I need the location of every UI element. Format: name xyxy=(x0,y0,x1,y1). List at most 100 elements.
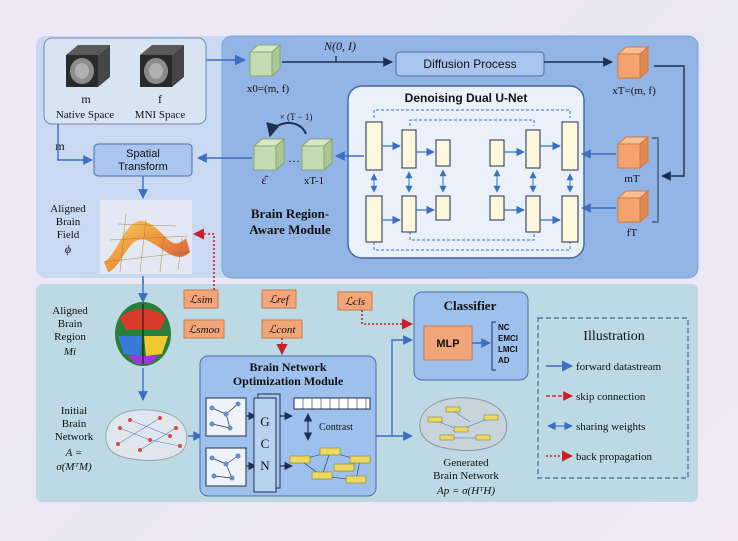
mT-fT-bracket xyxy=(652,137,659,223)
fT-label: fT xyxy=(627,227,638,239)
backprop-to-field xyxy=(192,228,215,290)
output-graph xyxy=(289,447,371,484)
x0-label: x0=(m, f) xyxy=(247,83,290,95)
class-lmci: LMCI xyxy=(498,345,518,354)
unet-block-top-3 xyxy=(435,139,451,167)
unet-block-top-5 xyxy=(525,129,541,169)
unet-block-bottom-2 xyxy=(401,195,417,233)
loss-sim-label: ℒsim xyxy=(189,294,212,306)
fT-cube xyxy=(616,189,650,224)
xT1-label: xT-1 xyxy=(304,175,324,187)
epsilon-cube xyxy=(252,137,286,172)
aligned-region-label-3: Region xyxy=(54,331,86,343)
mni-space-label: MNI Space xyxy=(135,109,186,121)
epsilon-label: ε̂ xyxy=(261,173,268,187)
A-formula-2: σ(MᵀM) xyxy=(56,461,92,473)
legend-box xyxy=(537,317,689,479)
loss-ref-label: ℒref xyxy=(269,294,291,306)
class-nc: NC xyxy=(498,323,510,332)
aligned-field-label-3: Field xyxy=(57,229,80,241)
x0-cube xyxy=(248,43,282,78)
repeat-label: × (T − 1) xyxy=(280,112,313,122)
Ap-formula: Ap = σ(HᵀH) xyxy=(436,485,495,497)
legend-title: Illustration xyxy=(583,329,644,344)
spatial-transform-label-1: Spatial xyxy=(126,148,160,160)
spatial-transform-label-2: Transform xyxy=(118,161,168,173)
initial-network-brain-image xyxy=(105,409,188,461)
module-title-1: Brain Region- xyxy=(251,206,329,221)
legend-forward-label: forward datastream xyxy=(576,361,662,373)
aligned-field-label-1: Aligned xyxy=(50,203,86,215)
loss-cont-label: ℒcont xyxy=(269,324,297,336)
aligned-field-label-2: Brain xyxy=(56,216,81,228)
loss-cls-box xyxy=(337,291,373,311)
legend-skip-label: skip connection xyxy=(576,391,646,403)
native-brain-cube xyxy=(66,45,110,87)
legend-backprop-label: back propagation xyxy=(576,451,653,463)
mni-brain-cube xyxy=(140,45,184,87)
mT-label: mT xyxy=(624,173,640,185)
parcellated-brain-image xyxy=(115,302,171,366)
skip-inner-top xyxy=(409,119,535,126)
gcn-block-front xyxy=(253,397,277,493)
A-formula-1: A = xyxy=(65,447,83,459)
sharing-weight-arrows xyxy=(370,169,574,193)
loss-smoo-box xyxy=(183,319,225,339)
contrast-label: Contrast xyxy=(319,422,353,433)
loss-cls-label: ℒcls xyxy=(345,296,365,308)
unet-block-bottom-5 xyxy=(525,195,541,233)
native-m-label: m xyxy=(81,92,91,106)
skip-inner-bottom xyxy=(409,232,535,241)
graph-input-bottom xyxy=(205,447,247,487)
loss-sim-box xyxy=(183,289,219,309)
backprop-to-classifier xyxy=(361,310,414,330)
initial-network-label-3: Network xyxy=(55,431,94,443)
noise-label: N(0, I) xyxy=(323,39,356,53)
repeat-loop-arrow xyxy=(266,122,307,138)
unet-block-bottom-6 xyxy=(561,195,579,243)
arrow-bno-to-classifier xyxy=(376,335,413,437)
aligned-region-label-2: Brain xyxy=(58,318,83,330)
class-emci: EMCI xyxy=(498,334,518,343)
phi-label: ϕ xyxy=(65,242,71,256)
skip-outer-bottom xyxy=(373,242,571,251)
unet-box xyxy=(347,85,585,259)
native-f-label: f xyxy=(158,92,162,106)
skip-outer-top xyxy=(373,109,571,118)
unet-block-bottom-3 xyxy=(435,195,451,221)
m-side-label: m xyxy=(55,139,65,153)
unet-block-bottom-1 xyxy=(365,195,383,243)
diffusion-process-label: Diffusion Process xyxy=(423,57,516,71)
gcn-letter-c: C xyxy=(261,436,270,451)
graph-input-top xyxy=(205,397,247,437)
unet-flow-arrows xyxy=(382,141,561,225)
module-title-2: Aware Module xyxy=(249,222,331,237)
class-bracket xyxy=(491,321,496,371)
aligned-region-label-1: Aligned xyxy=(52,305,88,317)
loss-ref-box xyxy=(261,289,297,309)
arrow-xT-down xyxy=(654,65,685,181)
unet-block-top-4 xyxy=(489,139,505,167)
initial-network-label-1: Initial xyxy=(61,405,87,417)
arrow-m-to-transform xyxy=(57,124,93,165)
generated-label-1: Generated xyxy=(443,457,489,469)
Mi-label: Mi xyxy=(63,346,76,358)
unet-block-bottom-4 xyxy=(489,195,505,221)
loss-smoo-label: ℒsmoo xyxy=(188,324,220,336)
legend-sharing-label: sharing weights xyxy=(576,421,645,433)
bno-title-1: Brain Network xyxy=(250,360,327,374)
xT-label: xT=(m, f) xyxy=(612,85,656,97)
x-T-minus-1-cube xyxy=(300,137,334,172)
gcn-letter-n: N xyxy=(260,458,270,473)
aligned-field-surface-plot xyxy=(100,200,192,274)
gcn-letter-g: G xyxy=(260,414,269,429)
feature-vector xyxy=(293,397,371,410)
generated-network-brain-image xyxy=(419,397,508,451)
mT-cube xyxy=(616,135,650,170)
classifier-title: Classifier xyxy=(444,298,497,313)
generated-label-2: Brain Network xyxy=(433,470,499,482)
class-ad: AD xyxy=(498,356,510,365)
unet-title: Denoising Dual U-Net xyxy=(405,91,528,105)
